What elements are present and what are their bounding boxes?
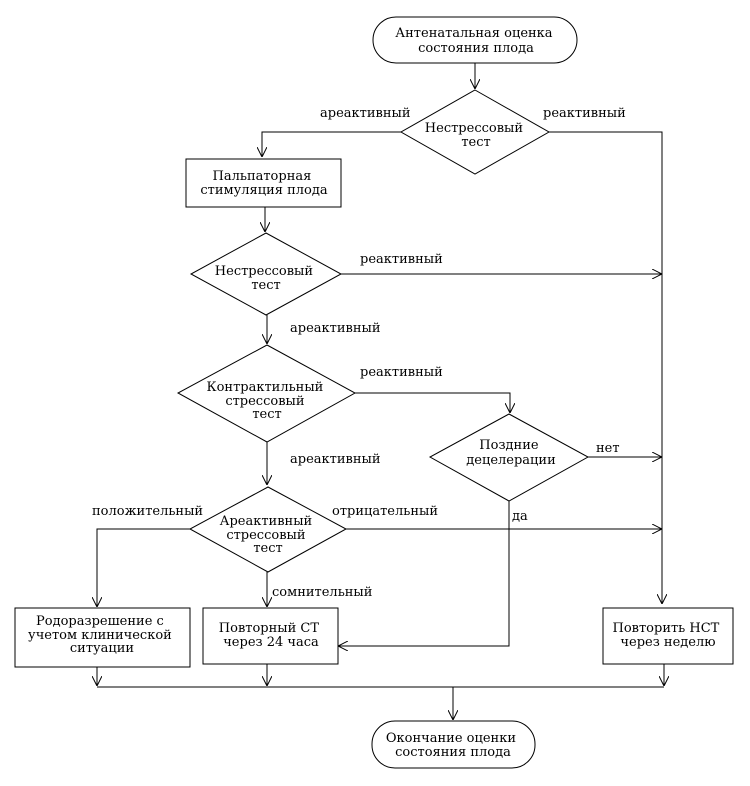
label-nst2-areactive: ареактивный — [290, 321, 381, 336]
label-nst2-reactive: реактивный — [360, 252, 443, 267]
label-late-no: нет — [596, 441, 620, 456]
repnst-label: Повторить НСТ через неделю — [613, 621, 724, 650]
edge-ast-positive — [97, 528, 190, 607]
nst1-label: Нестрессовый тест — [425, 121, 527, 150]
edge-late-yes — [338, 501, 510, 646]
nst2-decision — [189, 232, 343, 316]
label-cst-areactive: ареактивный — [290, 452, 381, 467]
cst-label: Контрактильный стрессовый тест — [207, 380, 328, 422]
start-terminal — [372, 16, 578, 64]
label-ast-positive: положительный — [92, 504, 203, 519]
label-cst-reactive: реактивный — [360, 365, 443, 380]
edge-cst-to-late — [355, 392, 510, 413]
palp-process — [185, 158, 342, 208]
end-label: Окончание оценки состояния плода — [386, 731, 520, 760]
label-nst1-areactive: ареактивный — [320, 106, 411, 121]
late-label: Поздние децелерации — [466, 438, 555, 468]
node-labels: Антенатальная оценка состояния плода Нес… — [28, 26, 724, 760]
ast-label: Ареактивный стрессовый тест — [220, 514, 317, 556]
label-ast-doubtful: сомнительный — [272, 585, 372, 600]
end-terminal — [371, 720, 536, 769]
late-decision — [428, 413, 590, 502]
deliv-label: Родоразрешение с учетом клинической ситу… — [28, 614, 176, 656]
label-ast-negative: отрицательный — [332, 504, 438, 519]
edge-nst1-to-right — [549, 131, 662, 604]
connectors — [97, 63, 664, 720]
ast-decision — [188, 486, 348, 573]
nodes — [14, 16, 734, 769]
edge-nst1-to-palp — [262, 131, 401, 157]
nst2-label: Нестрессовый тест — [215, 264, 317, 293]
repcst-label: Повторный СТ через 24 часа — [219, 621, 323, 650]
palp-label: Пальпаторная стимуляция плода — [200, 169, 327, 198]
cst-decision — [176, 344, 357, 443]
nst1-decision — [399, 89, 551, 175]
repnst-process — [602, 607, 734, 665]
repcst-process — [202, 607, 339, 665]
start-label: Антенатальная оценка состояния плода — [395, 26, 556, 56]
label-nst1-reactive: реактивный — [543, 106, 626, 121]
edge-labels: ареактивный реактивный реактивный ареакт… — [92, 106, 626, 600]
deliv-process — [14, 607, 191, 668]
label-late-yes: да — [512, 509, 528, 524]
